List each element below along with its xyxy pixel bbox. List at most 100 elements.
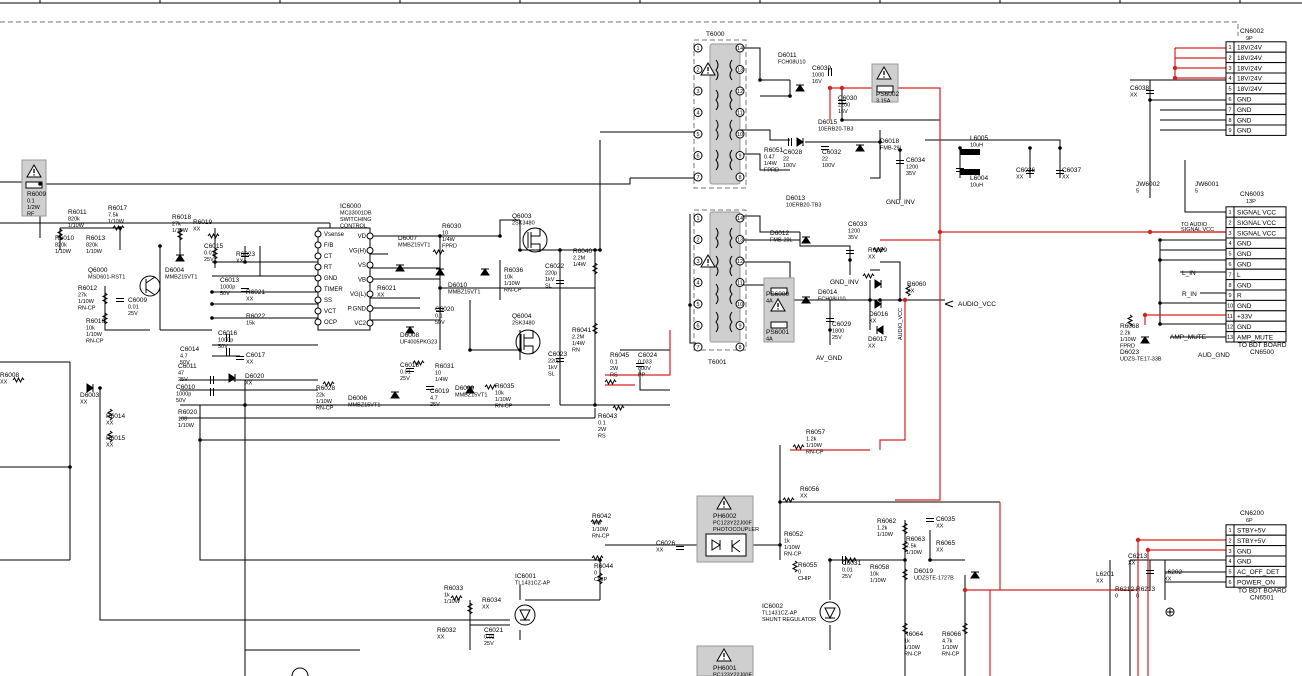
component-value: 7.5k xyxy=(906,544,917,550)
component-value: 1k xyxy=(784,539,790,545)
transformer-pin xyxy=(693,278,703,287)
transformer-pin xyxy=(693,299,703,309)
component-ref: R6016 xyxy=(86,318,106,325)
junction-dot xyxy=(840,118,844,122)
diode-icon xyxy=(801,296,811,304)
junction-dot xyxy=(243,403,247,407)
connector-pin-number: 1 xyxy=(1228,45,1231,51)
diode-icon xyxy=(795,84,805,92)
component-value: RN-CP xyxy=(784,552,802,558)
connector-pin-label: GND xyxy=(1237,241,1252,248)
component-value: 3.15A xyxy=(876,99,891,105)
ground-icon xyxy=(1165,607,1175,617)
component-value: 50V xyxy=(218,344,228,350)
component-value: XX xyxy=(246,360,254,366)
junction-dot-highlight xyxy=(839,85,845,91)
component-ref: Q6000 xyxy=(88,267,108,274)
component-ref: R6060 xyxy=(907,281,927,288)
component-value: 25V xyxy=(842,574,852,580)
component-value: SL xyxy=(545,284,552,290)
component-ref: R6058 xyxy=(870,564,890,571)
component-ref: R6030 xyxy=(442,223,462,230)
net-label-r-in: R_IN xyxy=(1182,291,1197,298)
resistor-icon xyxy=(1126,314,1134,327)
component-ref: R6066 xyxy=(942,631,962,638)
component-value: 1/10W xyxy=(942,645,959,651)
t6001-shade xyxy=(709,211,741,343)
junction-dot-highlight xyxy=(962,587,968,593)
component-value: 0.1 xyxy=(27,199,35,205)
connector-ref: CN6003 xyxy=(1240,191,1264,198)
net-label-signal-vcc-tag: SIGNAL VCC xyxy=(1181,227,1214,233)
diode-icon xyxy=(970,571,980,579)
resistor-icon xyxy=(484,383,497,391)
component-value: 1.2k xyxy=(877,526,888,532)
component-value: MMBZ15VT1 xyxy=(398,243,430,249)
component-value: RN-CP xyxy=(942,652,960,658)
component-value: XX xyxy=(236,259,244,265)
component-ref: C6031 xyxy=(842,560,862,567)
component-value: TL1431CZ-AP xyxy=(762,611,797,617)
transformer-pin-number: 11 xyxy=(737,281,743,287)
component-ref: R6213 xyxy=(1136,586,1156,593)
transformer-pin-number: 1 xyxy=(696,216,699,222)
junction-dot xyxy=(958,146,962,150)
component-value: RN-CP xyxy=(806,450,824,456)
component-ref: C6023 xyxy=(548,351,568,358)
net-label-amp-mute: AMP_MUTE xyxy=(1170,334,1207,341)
component-value: 1/2W xyxy=(27,205,41,211)
component-value: XX xyxy=(0,380,8,386)
connector-pin-number: 2 xyxy=(1228,538,1231,544)
diode-icon xyxy=(876,325,884,335)
connector-footer-ref: CN6501 xyxy=(1250,594,1274,601)
component-value: 220p xyxy=(548,359,560,365)
junction-dot xyxy=(1028,146,1032,150)
connector-pin-number: 6 xyxy=(1228,262,1231,268)
junction-dot-highlight xyxy=(902,297,908,303)
component-value: 1/4W xyxy=(435,377,449,383)
transformer-pin-number: 14 xyxy=(737,216,743,222)
t6001-label: T6001 xyxy=(708,359,727,366)
transformer-pin xyxy=(693,256,703,266)
component-value: 100V xyxy=(822,163,835,169)
coil xyxy=(715,89,719,111)
junction-dot xyxy=(758,78,762,82)
ic-pin-marker xyxy=(314,285,322,293)
component-value: CHIP xyxy=(798,576,811,582)
ic-pin-marker xyxy=(314,318,322,326)
capacitor-icon xyxy=(826,318,834,322)
component-value: 27k xyxy=(172,222,181,228)
component-ref: R6056 xyxy=(800,486,820,493)
capacitor-icon xyxy=(241,288,249,292)
ic-pin-marker xyxy=(366,247,374,254)
transformer-pin xyxy=(735,129,745,139)
connector-pin-label: STBY+5V xyxy=(1237,538,1266,545)
junction-dot xyxy=(598,248,602,252)
component-ref: PS6000 xyxy=(766,291,790,298)
component-value: 1/10W xyxy=(316,399,333,405)
component-value: XX xyxy=(106,443,114,449)
component-value: 4A xyxy=(766,337,773,343)
component-value: 0.01 xyxy=(400,370,411,376)
component-ref: C6029 xyxy=(832,321,852,328)
junction-dot xyxy=(518,348,522,352)
component-value: 1/10W xyxy=(870,578,887,584)
resistor-icon xyxy=(106,430,114,443)
component-ref: R6012 xyxy=(78,285,98,292)
component-value: 1/10W xyxy=(906,550,923,556)
resistor-icon xyxy=(112,224,125,232)
component-value: 1/4W xyxy=(764,161,778,167)
capacitor-icon xyxy=(556,358,564,362)
